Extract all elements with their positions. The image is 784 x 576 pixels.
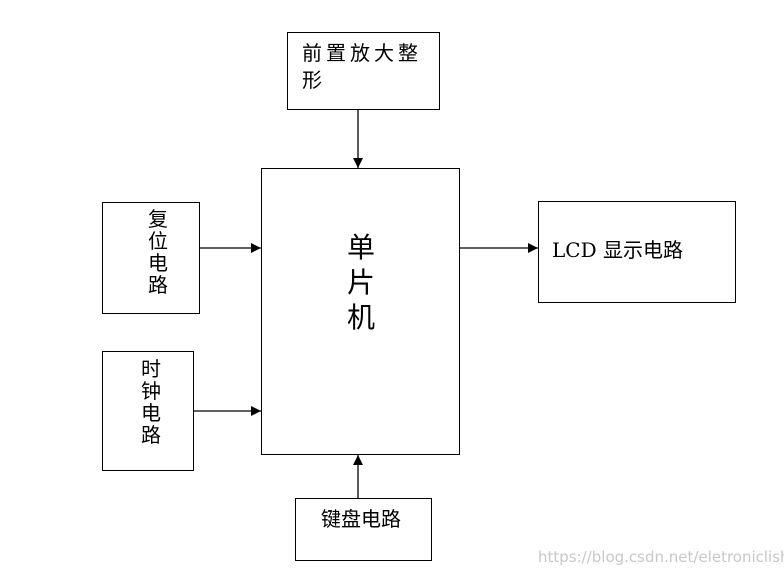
reset-circuit-block [102, 202, 200, 314]
keyboard-label: 键盘电路 [321, 507, 401, 531]
preamp-label-line2: 形 [302, 68, 322, 92]
preamp-label-line1: 前置放大整 [302, 41, 422, 65]
lcd-display-label: LCD 显示电路 [552, 238, 683, 262]
clock-circuit-block [102, 351, 194, 471]
watermark-text: https://blog.csdn.net/eletroniclish [538, 548, 784, 566]
lcd-display-block [538, 201, 736, 303]
reset-circuit-label: 复 位 电 路 [148, 207, 168, 297]
mcu-label: 单 片 机 [346, 231, 375, 334]
clock-circuit-label: 时 钟 电 路 [141, 357, 161, 447]
keyboard-block [295, 498, 432, 561]
mcu-block [261, 168, 460, 455]
preamp-block [287, 32, 440, 110]
